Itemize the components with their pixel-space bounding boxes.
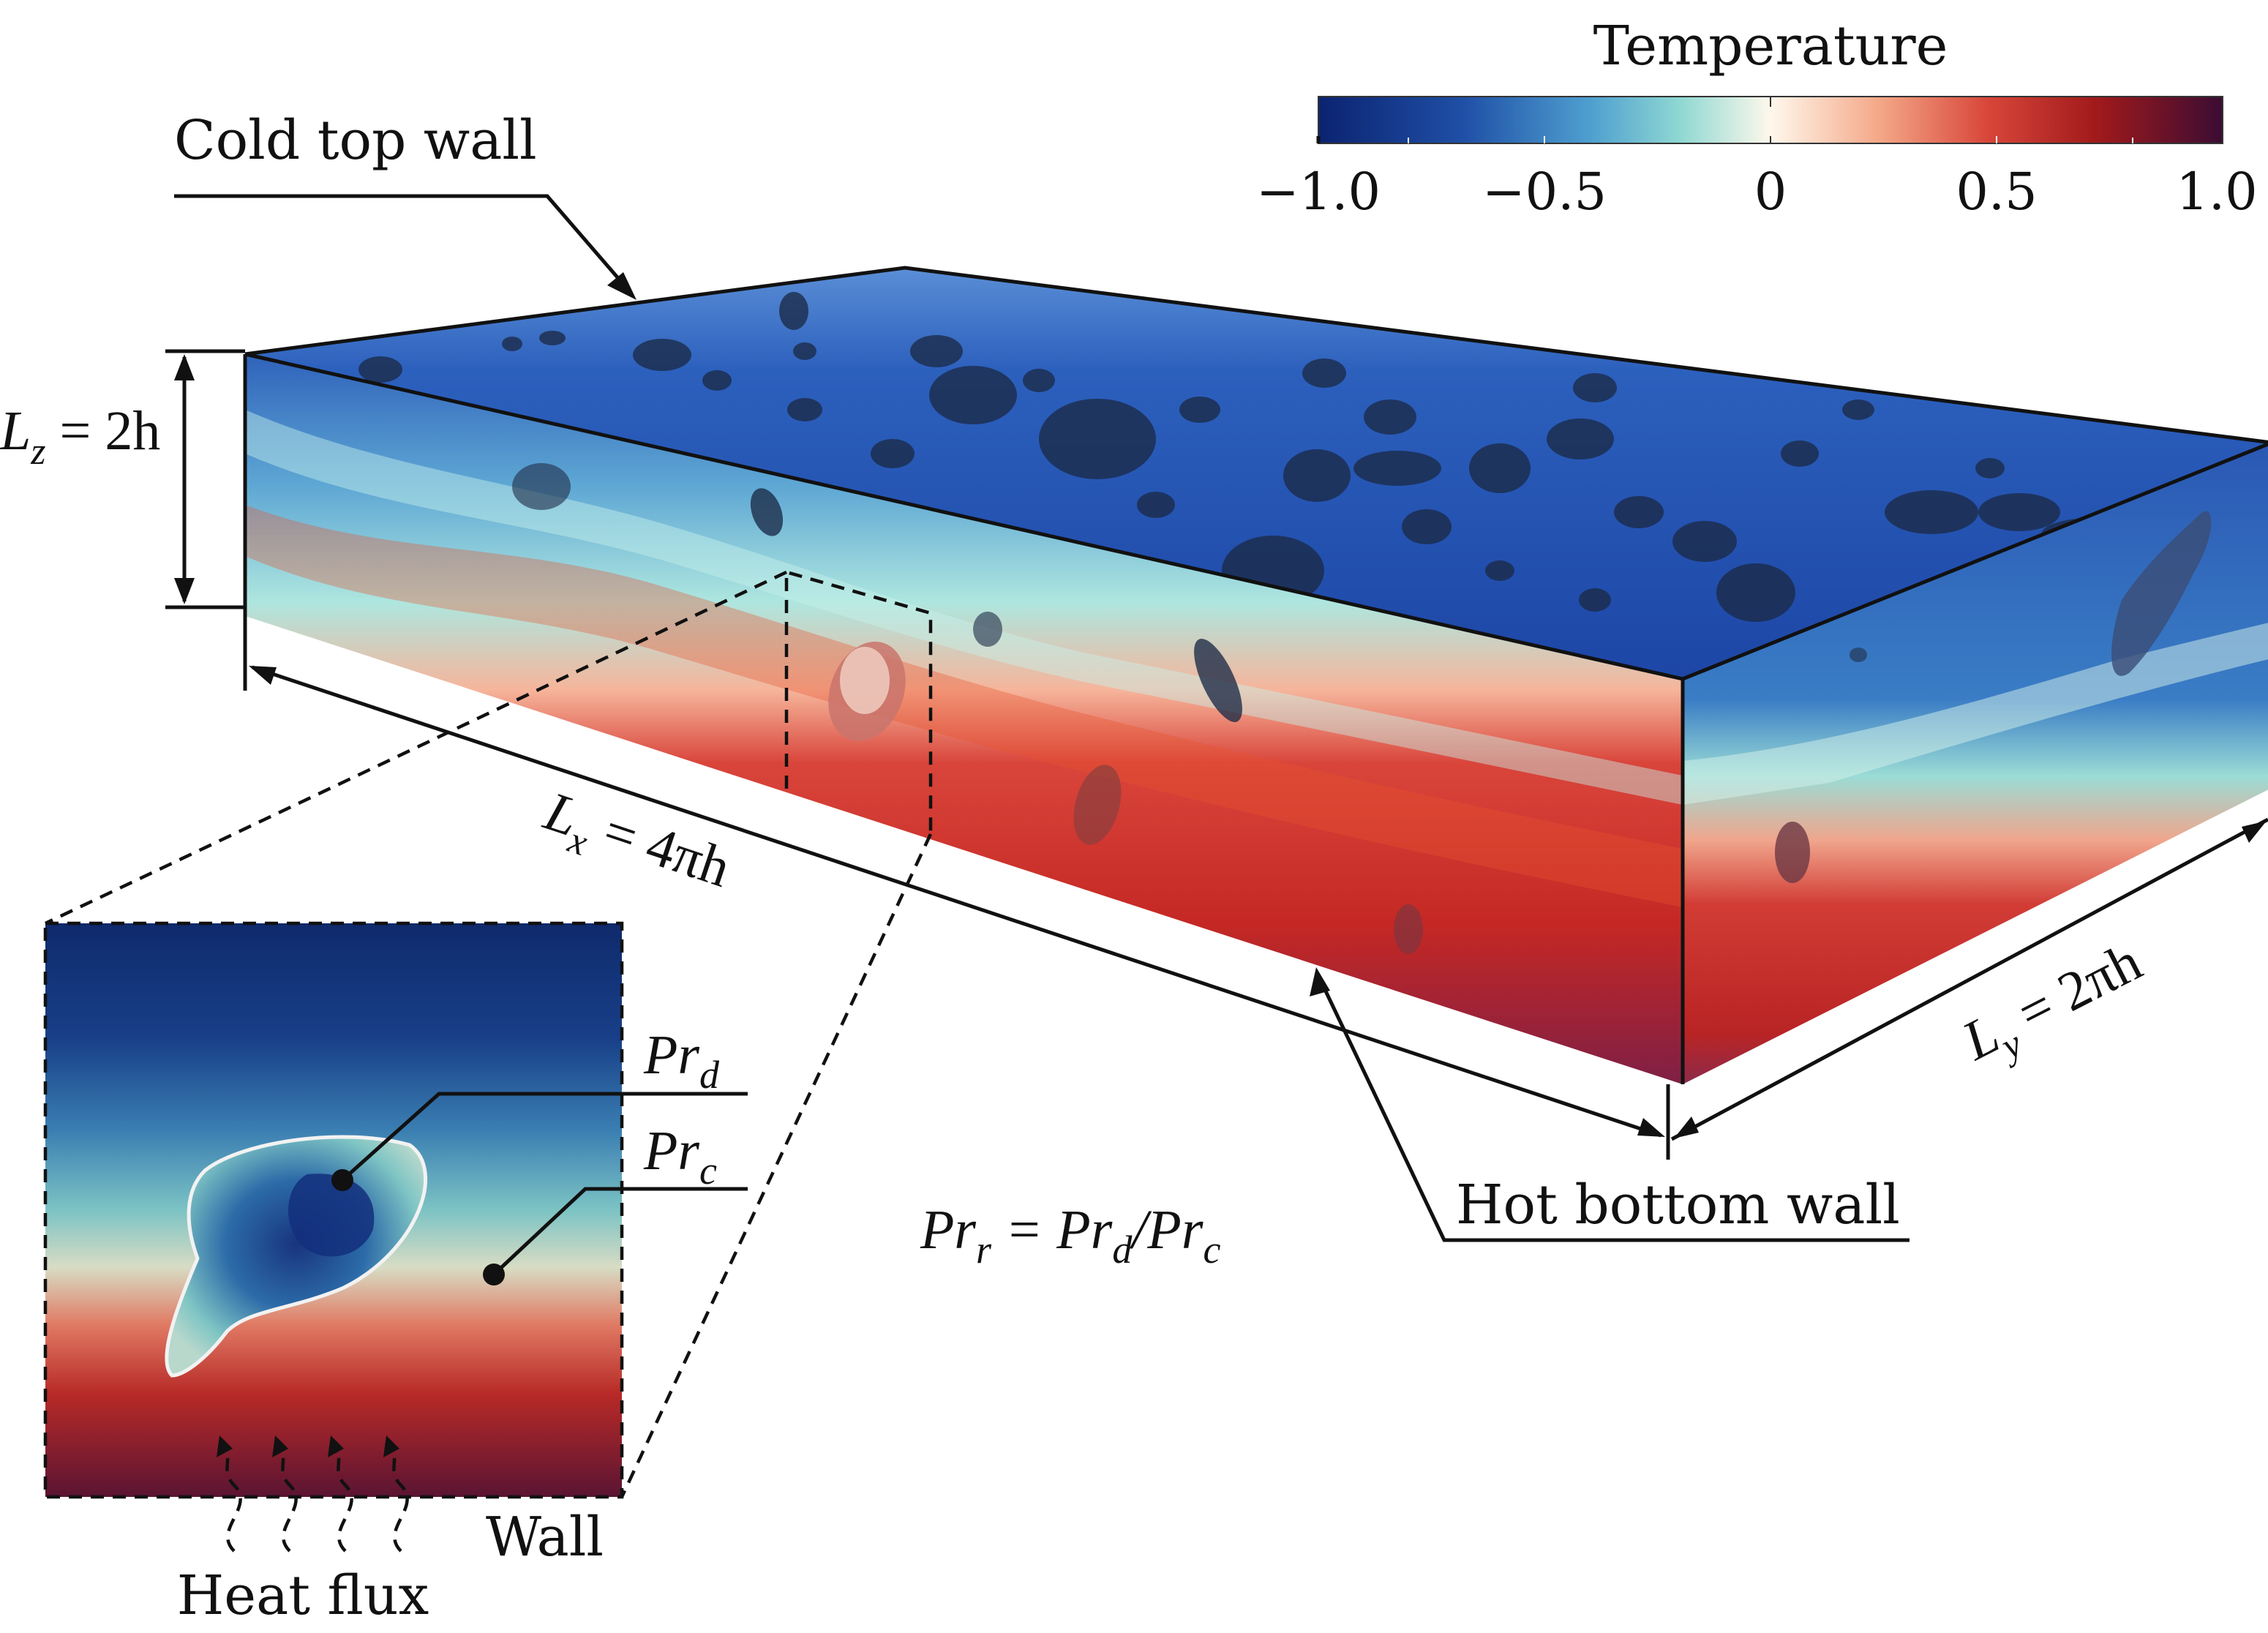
hot-bottom-wall-label: Hot bottom wall [1456,1174,1900,1236]
cold-top-wall-label: Cold top wall [174,109,537,172]
box-front-face [245,354,1683,1084]
colorbar-tick-label: 1.0 [2176,162,2257,222]
colorbar-tick-label: 0 [1754,162,1787,222]
hot-bottom-wall-callout: Hot bottom wall [1310,967,1910,1242]
heat-flux-label: Heat flux [177,1564,429,1627]
colorbar-title: Temperature [1593,15,1948,78]
heat-flux-arrows [217,1435,409,1553]
front-bubbles [512,463,1423,954]
colorbar-tick-label: −1.0 [1256,162,1381,222]
colorbar-tick-label: 0.5 [1956,162,2037,222]
pr-c-label: Prc [643,1120,717,1193]
side-bubbles [1775,511,2212,883]
dimension-lz: Lz = 2h [0,349,245,609]
colorbar: Temperature −1.0 −0.5 0 0.5 1.0 [1256,15,2258,222]
pr-d-label: Prd [643,1024,720,1097]
inset-panel: Prd Prc Heat flux Wall [43,921,748,1627]
lz-label: Lz = 2h [0,400,160,473]
lx-label: Lx = 4πh [533,780,738,909]
colorbar-tick-label: −0.5 [1482,162,1607,222]
cold-top-wall-callout: Cold top wall [174,109,637,300]
front-thermal-band [245,410,1683,907]
inset-frame [43,921,624,1499]
droplet-interface [165,1135,427,1378]
wall-label: Wall [486,1506,604,1569]
simulation-box [243,266,2268,1084]
ly-label: Ly = 2πh [1953,931,2156,1082]
zoom-indicator [45,570,933,1498]
colorbar-ticks [1316,97,2133,143]
prandtl-ratio-equation: Prr = Prd/Prc [920,1199,1220,1272]
